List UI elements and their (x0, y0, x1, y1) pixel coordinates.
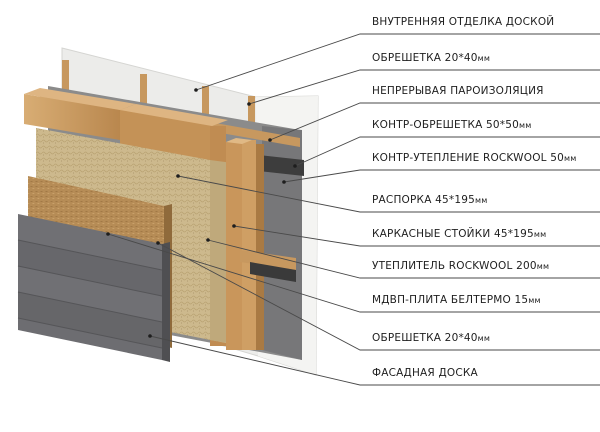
leader-lines (107, 33, 600, 386)
label-spacer: РАСПОРКА 45*195мм (372, 194, 488, 206)
label-inner-board: ВНУТРЕННЯЯ ОТДЕЛКА ДОСКОЙ (372, 16, 555, 28)
leader-dots (106, 88, 297, 338)
label-vapor-barrier: НЕПРЕРЫВАЯ ПАРОИЗОЛЯЦИЯ (372, 85, 544, 97)
label-outer-batten: ОБРЕШЕТКА 20*40мм (372, 332, 491, 344)
inner-battens (62, 60, 255, 128)
label-insulation: УТЕПЛИТЕЛЬ ROCKWOOL 200мм (372, 260, 550, 272)
label-counter-batten: КОНТР-ОБРЕШЕТКА 50*50мм (372, 119, 532, 131)
label-frame-studs: КАРКАСНЫЕ СТОЙКИ 45*195мм (372, 228, 547, 240)
label-fibreboard: МДВП-ПЛИТА БЕЛТЕРМО 15мм (372, 294, 541, 306)
outer-battens (240, 250, 296, 282)
label-inner-batten: ОБРЕШЕТКА 20*40мм (372, 52, 491, 64)
label-counter-insulation: КОНТР-УТЕПЛЕНИЕ ROCKWOOL 50мм (372, 152, 577, 164)
frame-studs (226, 138, 252, 350)
label-facade-board: ФАСАДНАЯ ДОСКА (372, 367, 478, 379)
facade-boards (17, 214, 170, 362)
